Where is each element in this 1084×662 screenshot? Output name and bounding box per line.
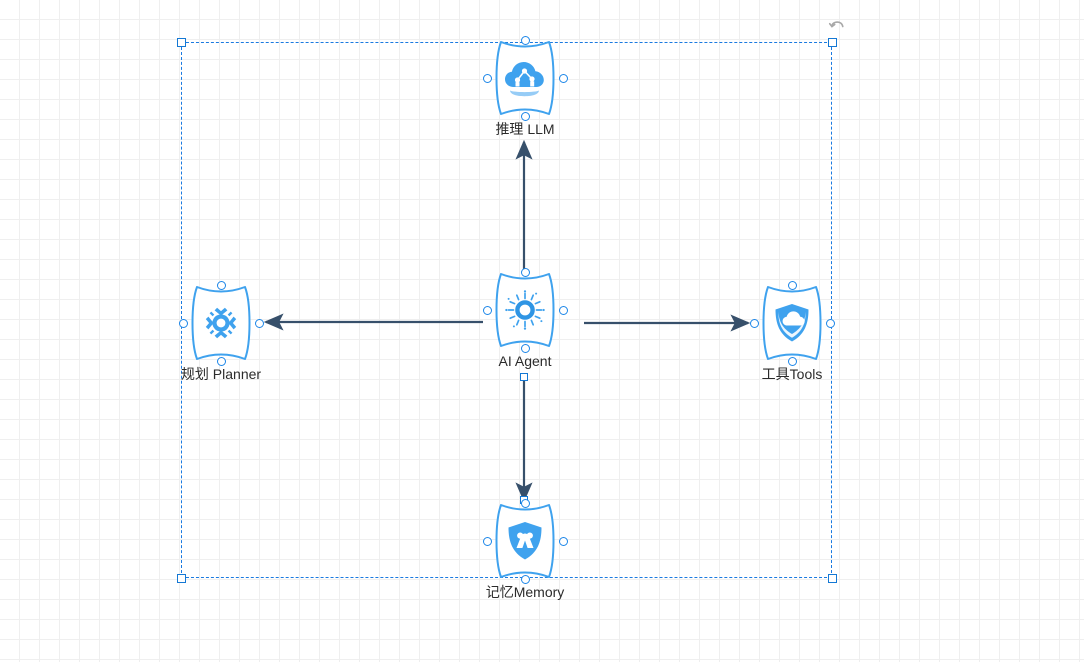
node-port-left[interactable] — [749, 318, 759, 328]
node-planner[interactable]: 规划 Planner — [178, 280, 264, 382]
node-port-left[interactable] — [482, 73, 492, 83]
node-memory[interactable]: 记忆Memory — [482, 498, 568, 600]
node-port-bottom[interactable] — [520, 343, 530, 353]
selection-handle-bottom-left[interactable] — [177, 574, 186, 583]
selection-handle-top-right[interactable] — [828, 38, 837, 47]
selection-handle-top-left[interactable] — [177, 38, 186, 47]
rotate-icon[interactable] — [827, 16, 849, 38]
selection-handle-bottom-right[interactable] — [828, 574, 837, 583]
node-port-left[interactable] — [178, 318, 188, 328]
node-frame — [191, 286, 251, 360]
node-port-right[interactable] — [254, 318, 264, 328]
node-port-top[interactable] — [520, 267, 530, 277]
node-port-left[interactable] — [482, 305, 492, 315]
node-frame — [495, 273, 555, 347]
node-port-bottom[interactable] — [216, 356, 226, 366]
shield-peak-icon — [500, 516, 550, 566]
node-port-top[interactable] — [787, 280, 797, 290]
node-port-right[interactable] — [558, 536, 568, 546]
node-port-right[interactable] — [825, 318, 835, 328]
node-port-bottom[interactable] — [520, 111, 530, 121]
node-port-bottom[interactable] — [787, 356, 797, 366]
node-label-ai-agent: AI Agent — [498, 353, 552, 369]
node-label-memory: 记忆Memory — [485, 584, 565, 600]
cloud-network-icon — [500, 53, 550, 103]
sun-burst-icon — [500, 285, 550, 335]
edge-endpoint-handle-start[interactable] — [520, 373, 528, 381]
node-port-top[interactable] — [520, 498, 530, 508]
node-port-top[interactable] — [520, 35, 530, 45]
node-port-bottom[interactable] — [520, 574, 530, 584]
node-label-llm: 推理 LLM — [495, 121, 555, 137]
node-label-tools: 工具Tools — [761, 366, 823, 382]
node-port-left[interactable] — [482, 536, 492, 546]
node-ai-agent[interactable]: AI Agent — [482, 267, 568, 369]
node-label-planner: 规划 Planner — [180, 366, 262, 382]
gear-flower-icon — [196, 298, 246, 348]
node-port-top[interactable] — [216, 280, 226, 290]
node-port-right[interactable] — [558, 305, 568, 315]
node-port-right[interactable] — [558, 73, 568, 83]
shield-cloud-icon — [767, 298, 817, 348]
node-llm[interactable]: 推理 LLM — [482, 35, 568, 137]
node-tools[interactable]: 工具Tools — [749, 280, 835, 382]
